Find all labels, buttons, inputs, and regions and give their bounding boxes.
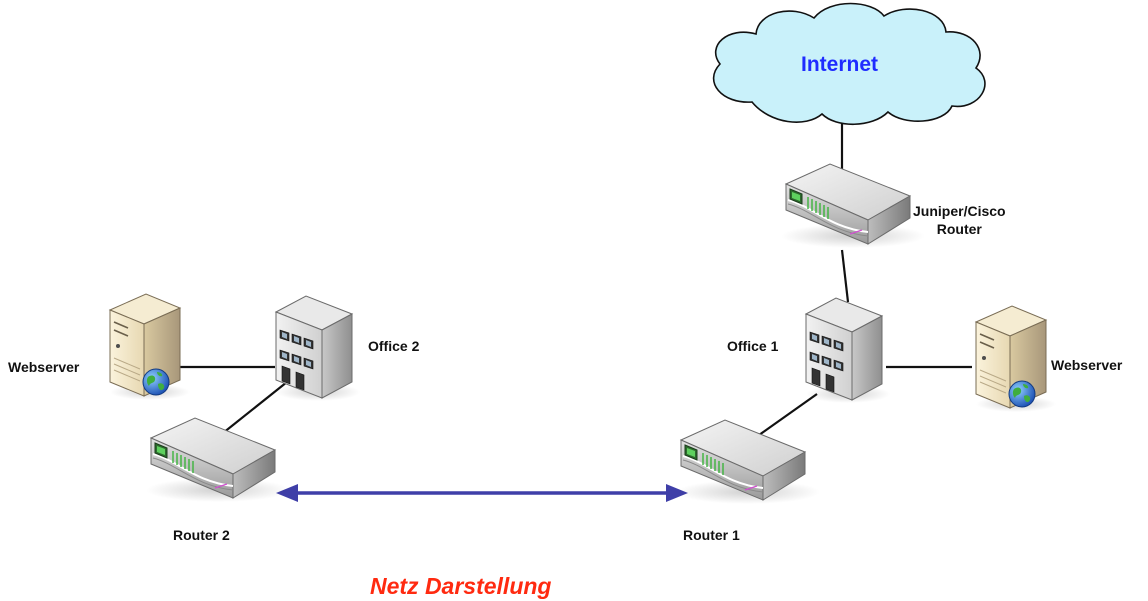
core-router-label-line1: Juniper/Cisco	[913, 203, 1006, 219]
webserver-right-label: Webserver	[1051, 357, 1123, 373]
wan-link-router2-router1	[276, 484, 688, 502]
office2-building-icon	[275, 295, 361, 402]
internet-label: Internet	[801, 53, 879, 76]
link-office2-router2	[217, 377, 293, 438]
link-core-router-office1	[840, 249, 850, 303]
links	[178, 120, 972, 502]
router2-label: Router 2	[173, 527, 230, 543]
office2-label: Office 2	[368, 338, 420, 354]
router1-icon	[675, 419, 821, 505]
core-router-label-line2: Router	[936, 221, 982, 237]
link-office1-router1	[751, 393, 818, 441]
core-router-icon	[780, 163, 926, 249]
webserver-left-globe-icon	[142, 368, 170, 396]
diagram-caption: Netz Darstellung	[370, 573, 552, 599]
core-router-label: Juniper/Cisco Router	[913, 202, 1006, 238]
router2-icon	[145, 417, 291, 503]
office1-building-icon	[805, 297, 891, 404]
webserver-right-globe-icon	[1008, 380, 1036, 408]
router1-label: Router 1	[683, 527, 740, 543]
office1-label: Office 1	[727, 338, 779, 354]
internet-cloud-icon	[712, 2, 986, 125]
webserver-left-label: Webserver	[8, 359, 80, 375]
